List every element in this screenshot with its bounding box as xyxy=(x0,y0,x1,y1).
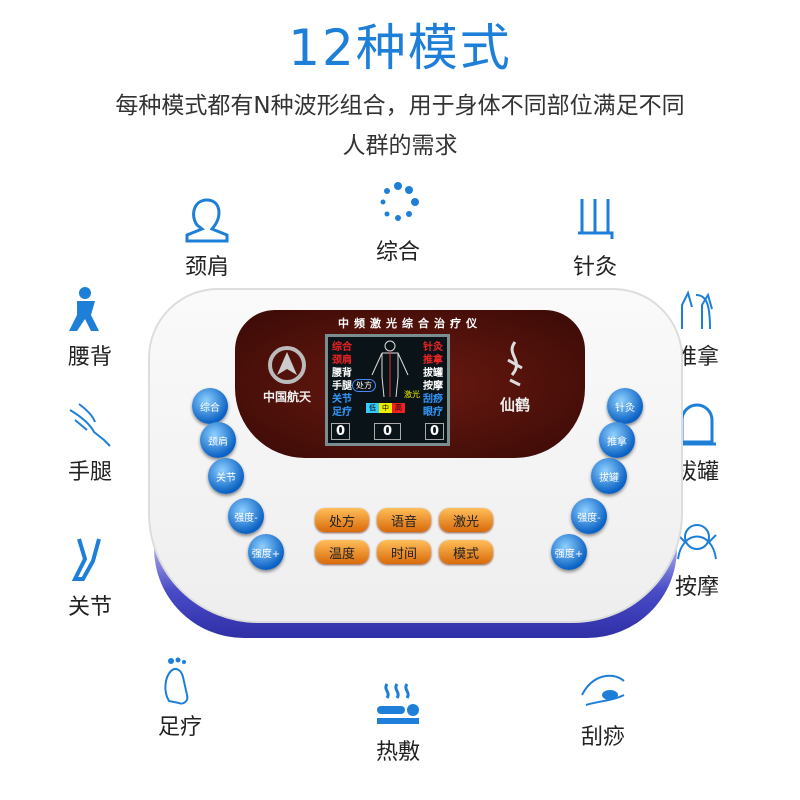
screen-mode-label: 颈肩 xyxy=(332,355,352,366)
left-button-2[interactable]: 关节 xyxy=(208,458,244,494)
left-button-3[interactable]: 强度- xyxy=(228,498,264,534)
mode-label: 针灸 xyxy=(572,255,617,280)
hot-stone-icon xyxy=(377,683,419,724)
screen-mode-label: 腰背 xyxy=(332,368,352,379)
timer-readout: 0 xyxy=(373,423,402,440)
center-button-2[interactable]: 激光 xyxy=(439,508,493,532)
right-button-0[interactable]: 针灸 xyxy=(607,388,643,424)
mode-foot: 足疗 xyxy=(125,655,235,741)
lcd-screen: 综合颈肩腰背手腿关节足疗 针灸推拿拔罐按摩刮痧眼疗 处方 激光 低 中 高 0 … xyxy=(325,334,450,446)
screen-mode-label: 眼疗 xyxy=(423,407,443,418)
head-shoulders-icon xyxy=(185,198,229,243)
dots-circle-icon xyxy=(380,182,419,221)
center-button-3[interactable]: 温度 xyxy=(315,540,369,564)
screen-mode-label: 足疗 xyxy=(332,407,352,418)
left-button-1[interactable]: 颈肩 xyxy=(200,422,236,458)
mode-label: 关节 xyxy=(67,595,112,620)
center-button-0[interactable]: 处方 xyxy=(315,508,369,532)
level-mid: 中 xyxy=(379,403,392,413)
level-low: 低 xyxy=(366,403,379,413)
left-button-4[interactable]: 强度+ xyxy=(248,534,284,570)
mode-label: 腰背 xyxy=(67,345,112,370)
mode-scraping: 刮痧 xyxy=(548,665,658,751)
mode-needles: 针灸 xyxy=(540,195,650,281)
screen-mode-label: 综合 xyxy=(332,342,352,353)
screen-mode-label: 按摩 xyxy=(423,381,443,392)
mode-dots-circle: 综合 xyxy=(343,180,453,266)
right-button-4[interactable]: 强度+ xyxy=(551,534,587,570)
right-button-1[interactable]: 推拿 xyxy=(599,422,635,458)
mode-label: 热敷 xyxy=(375,740,420,765)
mode-label: 足疗 xyxy=(157,715,202,740)
mode-label: 按摩 xyxy=(674,575,719,600)
subtitle-line-1: 每种模式都有N种波形组合，用于身体不同部位满足不同 xyxy=(115,93,685,119)
brand-logo: 仙鹤 xyxy=(485,340,545,415)
mode-label: 颈肩 xyxy=(184,255,229,280)
control-panel: 中频激光综合治疗仪 中国航天 综合颈肩腰背手腿关节足疗 针灸推拿拔罐按摩刮痧眼疗… xyxy=(235,310,585,458)
aerospace-logo: 中国航天 xyxy=(257,345,317,405)
joint-icon xyxy=(71,538,101,581)
subtitle-line-2: 人群的需求 xyxy=(342,133,458,159)
right-button-2[interactable]: 拔罐 xyxy=(591,458,627,494)
mode-label: 手腿 xyxy=(67,460,112,485)
aerospace-emblem-icon xyxy=(268,346,306,384)
body-figure-icon xyxy=(371,340,409,398)
center-button-1[interactable]: 语音 xyxy=(377,508,431,532)
crane-icon xyxy=(507,341,523,387)
device-shell: 中频激光综合治疗仪 中国航天 综合颈肩腰背手腿关节足疗 针灸推拿拔罐按摩刮痧眼疗… xyxy=(148,288,683,623)
center-button-5[interactable]: 模式 xyxy=(439,540,493,564)
mode-joint: 关节 xyxy=(35,535,145,621)
mode-label: 刮痧 xyxy=(580,725,625,750)
mode-label: 综合 xyxy=(375,240,420,265)
level-bar: 低 中 高 xyxy=(366,403,405,413)
level-high: 高 xyxy=(392,403,405,413)
therapy-device: 中频激光综合治疗仪 中国航天 综合颈肩腰背手腿关节足疗 针灸推拿拔罐按摩刮痧眼疗… xyxy=(148,288,683,643)
left-button-0[interactable]: 综合 xyxy=(192,388,228,424)
foot-icon xyxy=(164,657,189,705)
right-intensity-readout: 0 xyxy=(424,423,444,440)
right-button-3[interactable]: 强度- xyxy=(571,498,607,534)
brand-text: 仙鹤 xyxy=(499,396,530,414)
center-button-4[interactable]: 时间 xyxy=(377,540,431,564)
screen-mode-label: 手腿 xyxy=(332,381,352,392)
screen-mode-label: 关节 xyxy=(332,394,352,405)
screen-mode-label: 刮痧 xyxy=(423,394,443,405)
scraping-icon xyxy=(581,674,625,706)
panel-title: 中频激光综合治疗仪 xyxy=(338,317,482,330)
lower-back-icon xyxy=(69,287,99,331)
needles-icon xyxy=(578,199,614,239)
massage-hands-icon xyxy=(681,290,713,330)
screen-mode-label: 针灸 xyxy=(423,342,443,353)
laser-indicator: 激光 xyxy=(404,390,420,399)
prescription-indicator: 处方 xyxy=(352,379,376,392)
screen-mode-label: 推拿 xyxy=(423,355,443,366)
logo-text: 中国航天 xyxy=(262,390,311,404)
hand-leg-icon xyxy=(69,403,111,447)
mode-hand-leg: 手腿 xyxy=(35,400,145,486)
mode-hot-stone: 热敷 xyxy=(343,680,453,766)
page-title: 12种模式 xyxy=(288,19,512,77)
mode-lower-back: 腰背 xyxy=(35,285,145,371)
left-intensity-readout: 0 xyxy=(331,423,351,440)
mode-head-shoulders: 颈肩 xyxy=(152,195,262,281)
screen-mode-label: 拔罐 xyxy=(423,368,443,379)
